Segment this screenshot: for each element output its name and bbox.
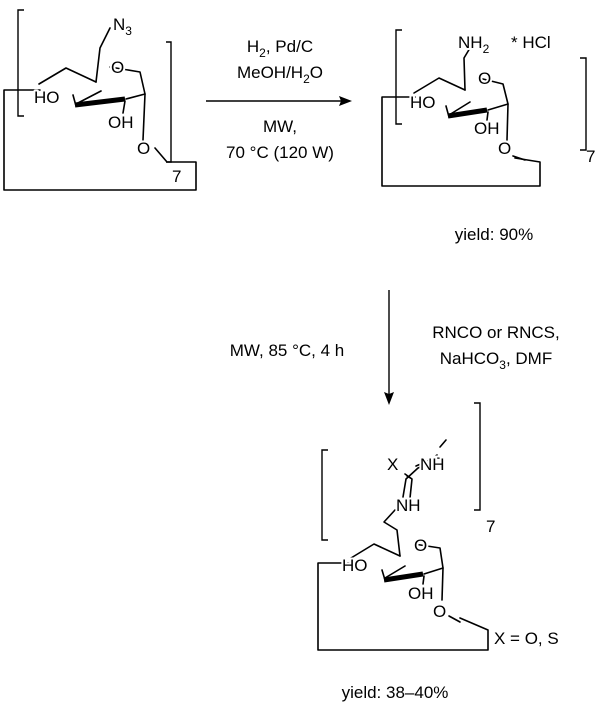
r-group-label: R (432, 454, 444, 473)
glycosidic-oxygen-label: O (137, 139, 150, 158)
substituent-bonds (72, 27, 168, 163)
macrocycle-backbone (317, 562, 489, 651)
step2-yield: yield: 38–40% (342, 683, 449, 702)
right-bracket (474, 402, 481, 511)
right-bracket (166, 41, 172, 163)
repeat-count-label: 7 (586, 147, 595, 166)
right-bracket (580, 57, 587, 151)
step2-reagent-line1: RNCO or RNCS, (432, 323, 560, 342)
hydroxyl-3-label: HO (342, 556, 368, 575)
glucose-ring-bonds (350, 543, 444, 579)
repeat-count-label: 7 (172, 167, 181, 186)
urea-carbon-bonds (404, 473, 413, 499)
x-atom-label: X (387, 455, 398, 474)
macrocycle-backbone (381, 96, 541, 187)
urea-cyclodextrin-structure: R X NH NH O HO OH O 7 X = O, S (317, 402, 559, 651)
azido-cyclodextrin-structure: N3 O HO OH O 7 (3, 9, 197, 191)
hydroxyl-2-label: OH (408, 584, 434, 603)
substituent-bonds (381, 509, 461, 623)
step1-arrowhead (339, 96, 352, 106)
hydroxyl-2-label: OH (108, 113, 134, 132)
step1-reagent-line1: H2, Pd/C (247, 37, 313, 60)
hydroxyl-3-label: HO (410, 93, 436, 112)
ring-oxygen-label: O (111, 58, 124, 77)
step2-arrowhead (384, 392, 394, 405)
upper-nh-label: NH (420, 455, 445, 474)
glucose-ring-front-bond (74, 96, 126, 108)
ring-oxygen-label: O (414, 536, 427, 555)
step1-arrow (206, 96, 352, 106)
amine-nh2-label: NH2 (458, 33, 490, 56)
substituent-bonds (445, 47, 526, 161)
glycosidic-oxygen-label: O (498, 139, 511, 158)
glycosidic-oxygen-label: O (433, 602, 446, 621)
urea-bonds (402, 439, 447, 498)
left-bracket (17, 9, 24, 117)
hydroxyl-3-label: HO (34, 88, 60, 107)
step1-condition-line1: MW, (263, 117, 297, 136)
hydroxyl-2-label: OH (474, 119, 500, 138)
left-bracket (321, 449, 328, 541)
lower-nh-label: NH (396, 496, 421, 515)
glucose-ring-front-bond (447, 107, 488, 119)
azide-n-label: N3 (113, 15, 132, 38)
x-definition-label: X = O, S (494, 629, 559, 648)
step1-yield: yield: 90% (455, 225, 533, 244)
step1-reagent-line2: MeOH/H2O (237, 63, 323, 86)
macrocycle-backbone (3, 89, 197, 191)
step2-arrow (384, 290, 394, 405)
hydrochloride-label: * HCl (511, 33, 551, 52)
step1-condition-line2: 70 °C (120 W) (226, 143, 334, 162)
step2-condition: MW, 85 °C, 4 h (230, 341, 345, 360)
glucose-ring-bonds (38, 66, 146, 105)
step2-reagent-line2: NaHCO3, DMF (440, 349, 552, 372)
ring-oxygen-label: O (478, 69, 491, 88)
amino-cyclodextrin-structure: NH2 * HCl O HO OH O 7 (381, 29, 595, 187)
repeat-count-label: 7 (486, 517, 495, 536)
left-bracket (395, 29, 402, 125)
glucose-ring-front-bond (383, 571, 424, 583)
